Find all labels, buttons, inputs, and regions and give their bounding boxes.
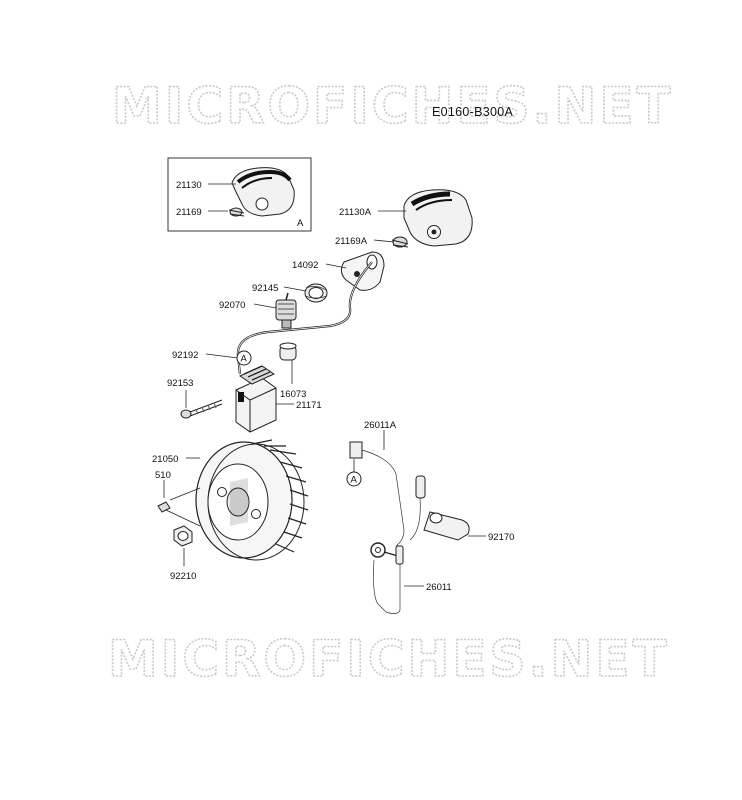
ignition-coil-image xyxy=(235,365,277,433)
callout-a-upper-label: A xyxy=(241,354,248,365)
spring-image xyxy=(304,283,328,303)
part-label-92192: 92192 xyxy=(172,350,198,361)
part-label-14092: 14092 xyxy=(292,260,318,271)
part-label-92153: 92153 xyxy=(167,378,193,389)
clamp-image xyxy=(423,511,470,541)
spark-plug-image xyxy=(275,292,297,329)
key-image xyxy=(157,501,171,513)
part-label-21130: 21130 xyxy=(176,180,202,191)
part-label-21050: 21050 xyxy=(152,454,178,465)
part-label-26011: 26011 xyxy=(426,582,452,593)
flywheel-image xyxy=(195,439,309,561)
part-label-26011a: 26011A xyxy=(364,420,397,431)
ground-lead-image xyxy=(370,542,404,614)
part-label-92070: 92070 xyxy=(219,300,245,311)
clip-image xyxy=(391,236,409,248)
callout-a-lower: A xyxy=(346,459,362,487)
part-label-21169a: 21169A xyxy=(335,236,368,247)
screw-image xyxy=(180,399,223,419)
part-label-21169: 21169 xyxy=(176,207,202,218)
callout-a-lower-label: A xyxy=(351,475,358,486)
watermark-top: MICROFICHES.NET xyxy=(112,77,674,135)
part-label-92145: 92145 xyxy=(252,283,278,294)
part-label-16073: 16073 xyxy=(280,389,306,400)
part-label-510: 510 xyxy=(155,470,171,481)
inset-box: A xyxy=(167,157,312,232)
cap-cover-image xyxy=(403,189,473,247)
part-label-92170: 92170 xyxy=(488,532,514,543)
part-labels: 21130 21169 21130A 21169A 14092 92145 92… xyxy=(152,180,514,593)
part-label-21171: 21171 xyxy=(296,400,322,411)
inset-clip-image xyxy=(228,207,245,217)
grommet-image xyxy=(279,342,297,361)
plug-cap-image xyxy=(340,251,385,291)
diagram-code: E0160-B300A xyxy=(432,105,514,119)
inset-cover-image xyxy=(231,167,295,217)
part-label-21130a: 21130A xyxy=(339,207,372,218)
part-label-92210: 92210 xyxy=(170,571,196,582)
watermark-bottom: MICROFICHES.NET xyxy=(108,630,670,688)
inset-tag: A xyxy=(297,218,304,229)
switch-lead-image xyxy=(349,441,426,547)
leader-lines xyxy=(163,183,486,587)
nut-image xyxy=(173,525,193,547)
callout-a-upper: A xyxy=(236,350,252,366)
